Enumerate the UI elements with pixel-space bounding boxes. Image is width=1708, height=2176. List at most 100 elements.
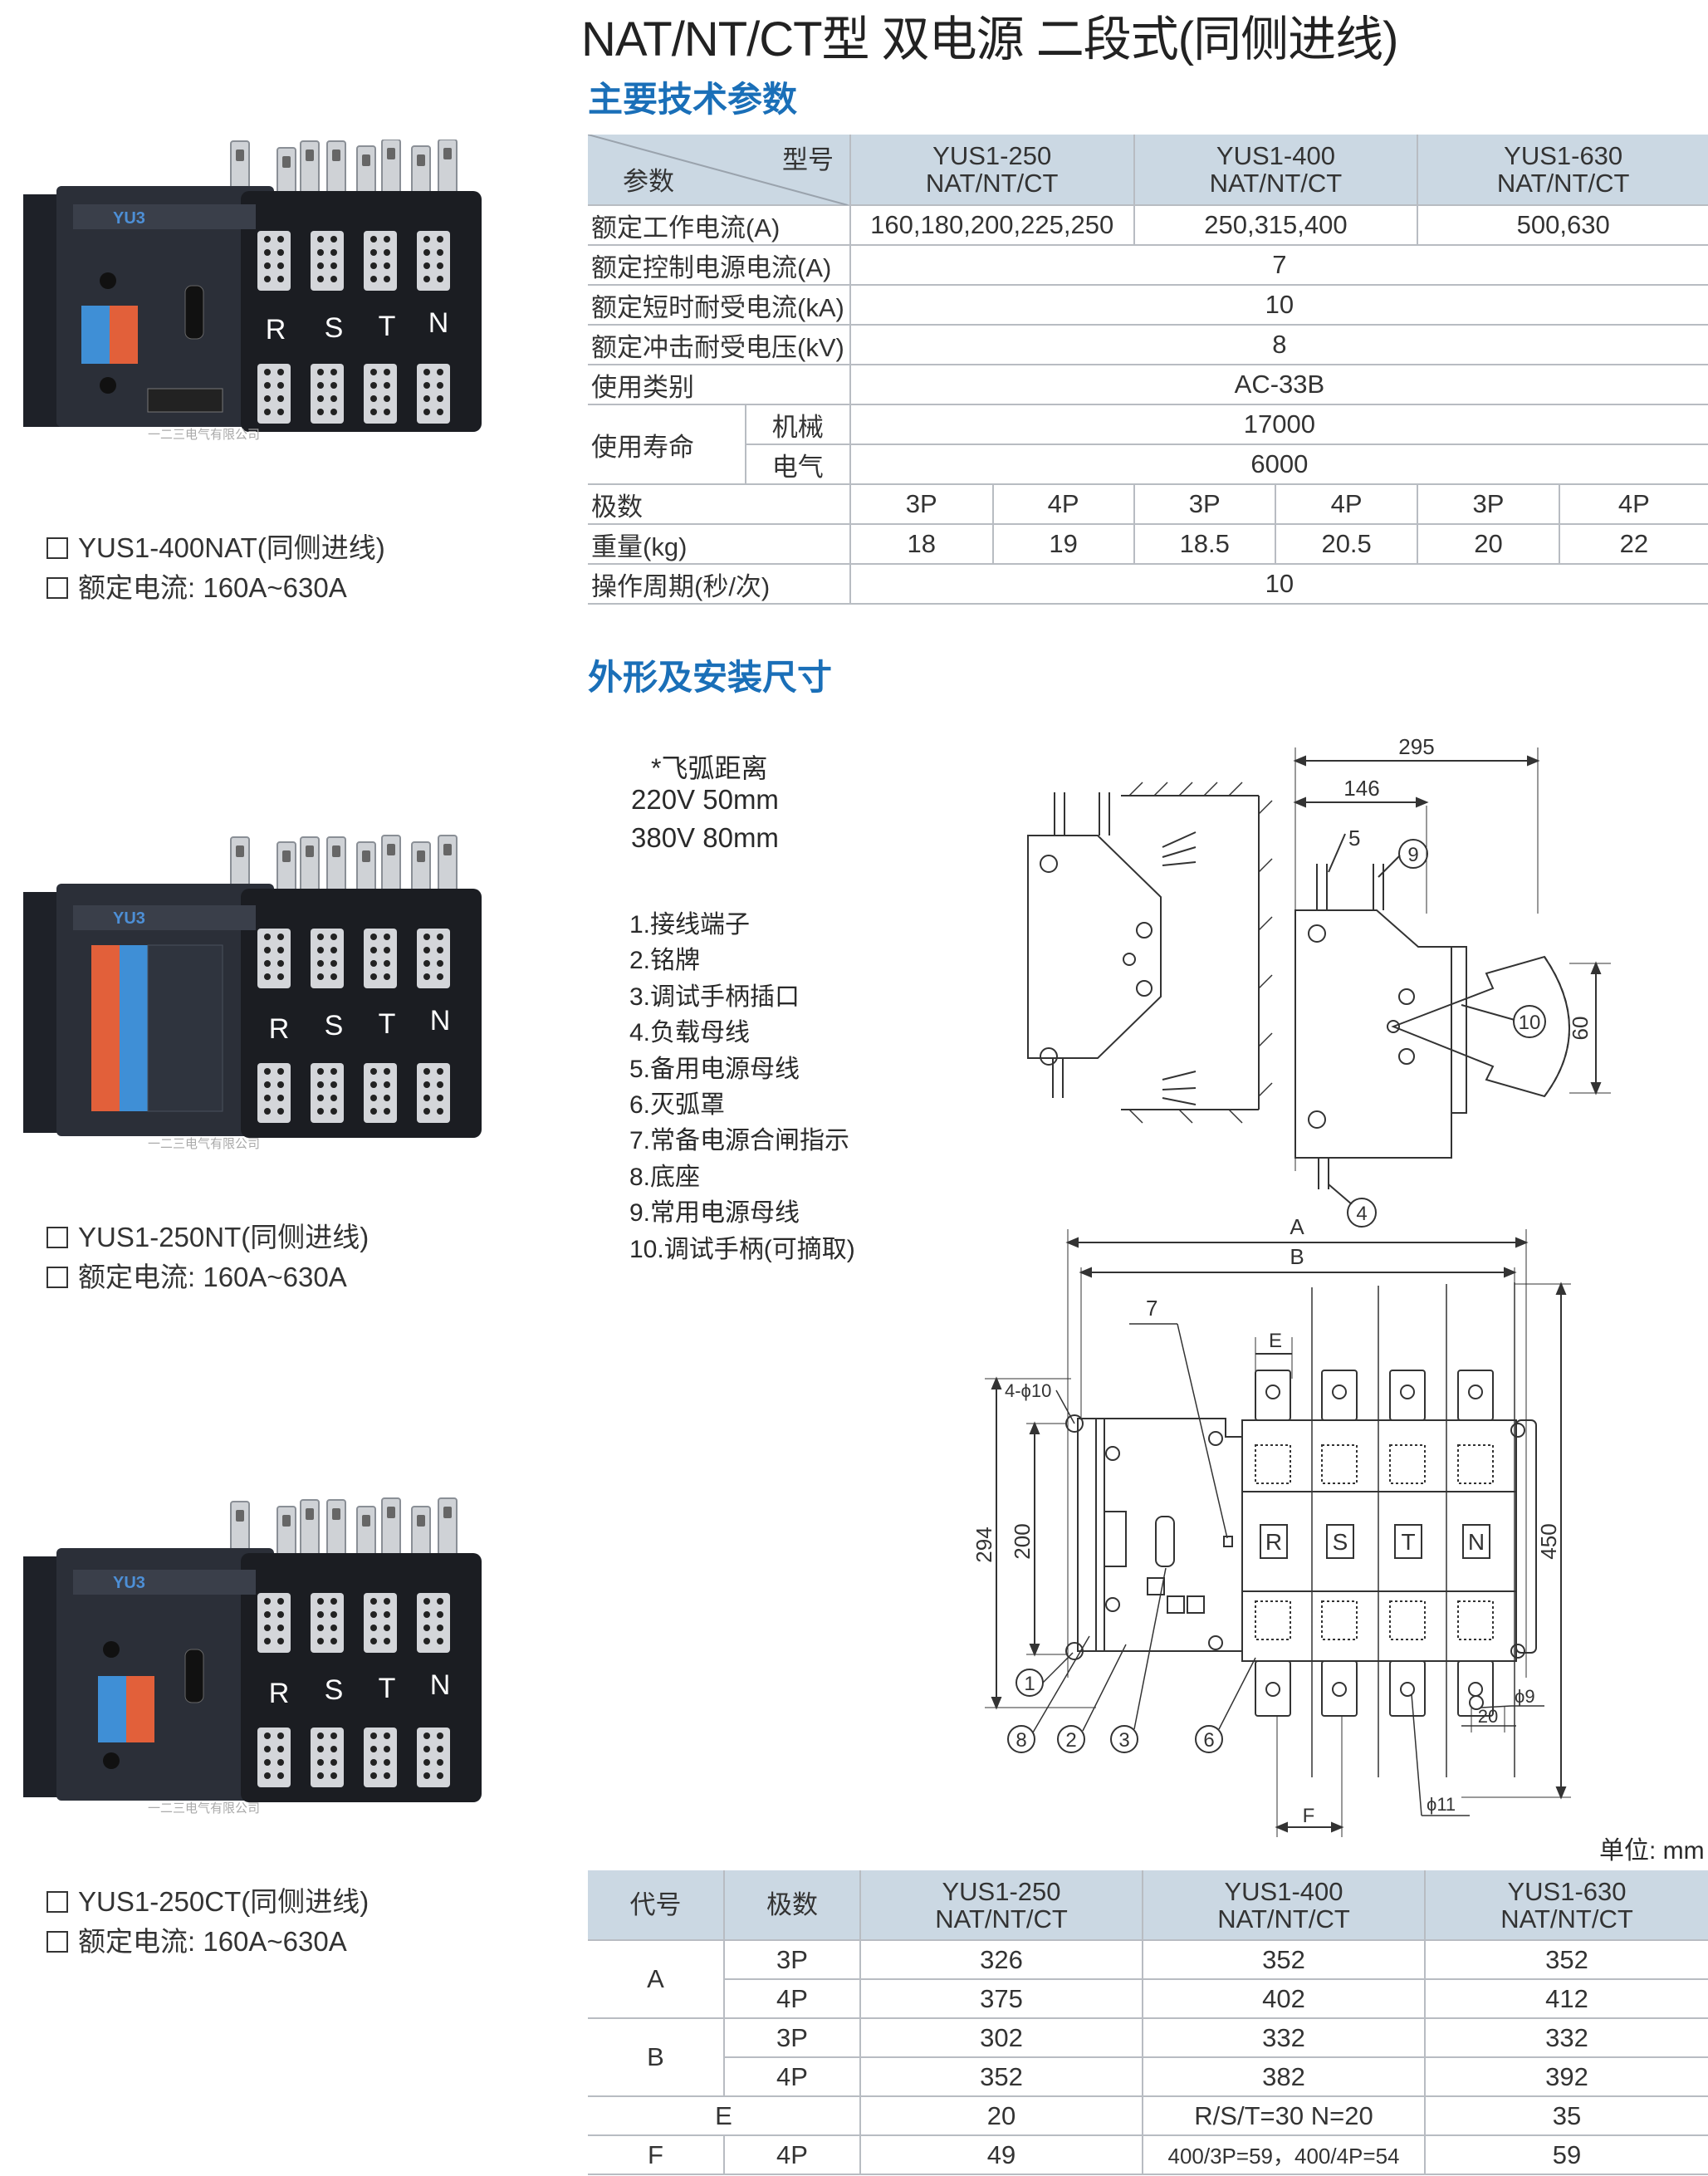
callout-1: 1 [1024, 1673, 1035, 1695]
phi11-label: ϕ11 [1427, 1794, 1456, 1815]
front-phase-t: T [1401, 1529, 1415, 1555]
phase-terminals [1255, 1370, 1494, 1717]
row-life-mech: 使用寿命 机械 17000 [588, 404, 1708, 485]
row-life-elec: 电气 6000 [588, 444, 1708, 485]
device-body [56, 186, 274, 427]
product-caption-ct: YUS1-250CT(同侧进线) 额定电流: 160A~630A [46, 1882, 369, 1962]
section-title-params: 主要技术参数 [588, 80, 798, 119]
phi9-label: ϕ9 [1515, 1686, 1535, 1707]
arc-note-220: 220V 50mm [631, 784, 779, 815]
page-title: NAT/NT/CT型 双电源 二段式(同侧进线) [581, 12, 1398, 66]
legend-item: 1.接线端子 [629, 911, 751, 939]
legend-item: 10.调试手柄(可摘取) [629, 1235, 855, 1263]
legend-item: 9.常用电源母线 [629, 1199, 800, 1228]
callout-8: 8 [1016, 1729, 1026, 1752]
row-cycle: 操作周期(秒/次) 10 [588, 564, 1708, 605]
dims-row-a4: 4P 375 402 412 [588, 1979, 1708, 2019]
params-header-corner: 型号 参数 [588, 135, 850, 206]
callout-2: 2 [1065, 1729, 1076, 1752]
phase-label-n: N [428, 307, 449, 339]
callout-4-marker: 4 [1347, 1198, 1377, 1228]
svg-text:R: R [269, 1678, 290, 1709]
checkbox-icon [46, 537, 68, 559]
product-image-nt: YU3 R S T N 一二三电气有限公司 [23, 835, 482, 1151]
svg-text:S: S [325, 1674, 344, 1706]
section-title-dims: 外形及安装尺寸 [588, 658, 833, 697]
dim-200: 200 [1010, 1523, 1035, 1559]
svg-text:T: T [379, 1008, 396, 1040]
front-view-drawing: A B E R S T [971, 1214, 1571, 1837]
legend-item: 3.调试手柄插口 [629, 983, 800, 1011]
svg-text:YU3: YU3 [113, 909, 145, 928]
side-view: 295 146 60 5 9 10 [1293, 734, 1611, 1204]
legend-item: 8.底座 [629, 1163, 701, 1191]
callout-10: 10 [1519, 1012, 1541, 1034]
checkbox-icon [46, 1267, 68, 1288]
svg-text:R: R [269, 1013, 290, 1045]
front-phase-r: R [1265, 1529, 1282, 1555]
dim-60: 60 [1568, 1017, 1593, 1041]
callout-6: 6 [1203, 1729, 1214, 1752]
parts-legend: 1.接线端子 2.铭牌 3.调试手柄插口 4.负载母线 5.备用电源母线 6.灭… [629, 907, 855, 1267]
dim-e: E [1269, 1330, 1282, 1352]
unit-label: 单位: mm [1599, 1837, 1705, 1865]
corner-diagonal [588, 135, 848, 205]
terminal-strip-blue [81, 306, 110, 364]
dims-row-b3: B 3P 302 332 332 [588, 2018, 1708, 2097]
terminal-strip-red [126, 1676, 154, 1742]
row-control-current: 额定控制电源电流(A) 7 [588, 245, 1708, 286]
row-impulse: 额定冲击耐受电压(kV) 8 [588, 325, 1708, 365]
row-weight: 重量(kg) 18 19 18.5 20.5 20 22 [588, 524, 1708, 565]
dim-b: B [1290, 1244, 1304, 1269]
front-phase-s: S [1333, 1529, 1348, 1555]
terminal-strip-red [91, 945, 120, 1111]
callout-9: 9 [1407, 844, 1418, 866]
dim-295: 295 [1398, 734, 1434, 759]
device-maker: 一二三电气有限公司 [148, 428, 260, 442]
legend-item: 7.常备电源合闸指示 [629, 1127, 850, 1155]
row-category: 使用类别 AC-33B [588, 365, 1708, 405]
svg-text:一二三电气有限公司: 一二三电气有限公司 [148, 1801, 260, 1816]
hole-label: 4-ϕ10 [1005, 1380, 1051, 1401]
dims-row-e: E 20 R/S/T=30 N=20 35 [588, 2096, 1708, 2136]
row-poles: 极数 3P 4P 3P 4P 3P 4P [588, 484, 1708, 525]
checkbox-icon [46, 577, 68, 599]
legend-item: 6.灭弧罩 [629, 1091, 726, 1120]
dims-row-b4: 4P 352 382 392 [588, 2057, 1708, 2097]
svg-text:N: N [430, 1005, 451, 1037]
svg-text:N: N [430, 1669, 451, 1701]
product-image-nat: YU3 R S T N 一二三电气有限公司 [23, 140, 482, 442]
dims-row-f: F 4P 49 400/3P=59，400/4P=54 59 [588, 2135, 1708, 2175]
dim-450: 450 [1536, 1523, 1561, 1559]
svg-text:S: S [325, 1010, 344, 1041]
callout-4: 4 [1356, 1203, 1367, 1225]
dim-20: 20 [1478, 1706, 1498, 1727]
terminal-strip-blue [98, 1676, 126, 1742]
dim-294: 294 [971, 1527, 996, 1562]
device-brand: YU3 [113, 209, 145, 228]
callout-7: 7 [1146, 1296, 1157, 1321]
callout-3: 3 [1118, 1729, 1129, 1752]
dim-a: A [1290, 1214, 1304, 1239]
arc-note-380: 380V 80mm [631, 822, 779, 853]
arc-distance-view [1027, 782, 1273, 1124]
dim-146: 146 [1343, 776, 1379, 801]
base-plate [1077, 1418, 1105, 1652]
header-model-label: 型号 [782, 145, 834, 174]
product-caption-nt: YUS1-250NT(同侧进线) 额定电流: 160A~630A [46, 1218, 369, 1297]
dims-row-a3: A 3P 326 352 352 [588, 1940, 1708, 2019]
front-phase-n: N [1468, 1529, 1485, 1555]
legend-item: 2.铭牌 [629, 947, 701, 975]
checkbox-icon [46, 1227, 68, 1248]
svg-text:一二三电气有限公司: 一二三电气有限公司 [148, 1137, 260, 1151]
product-image-ct: YU3 R S T N 一二三电气有限公司 [23, 1497, 482, 1816]
svg-text:T: T [379, 1673, 396, 1704]
phase-label-r: R [266, 314, 286, 346]
side-view-drawing: 295 146 60 5 9 10 [1027, 734, 1611, 1204]
dim-f: F [1303, 1805, 1315, 1827]
